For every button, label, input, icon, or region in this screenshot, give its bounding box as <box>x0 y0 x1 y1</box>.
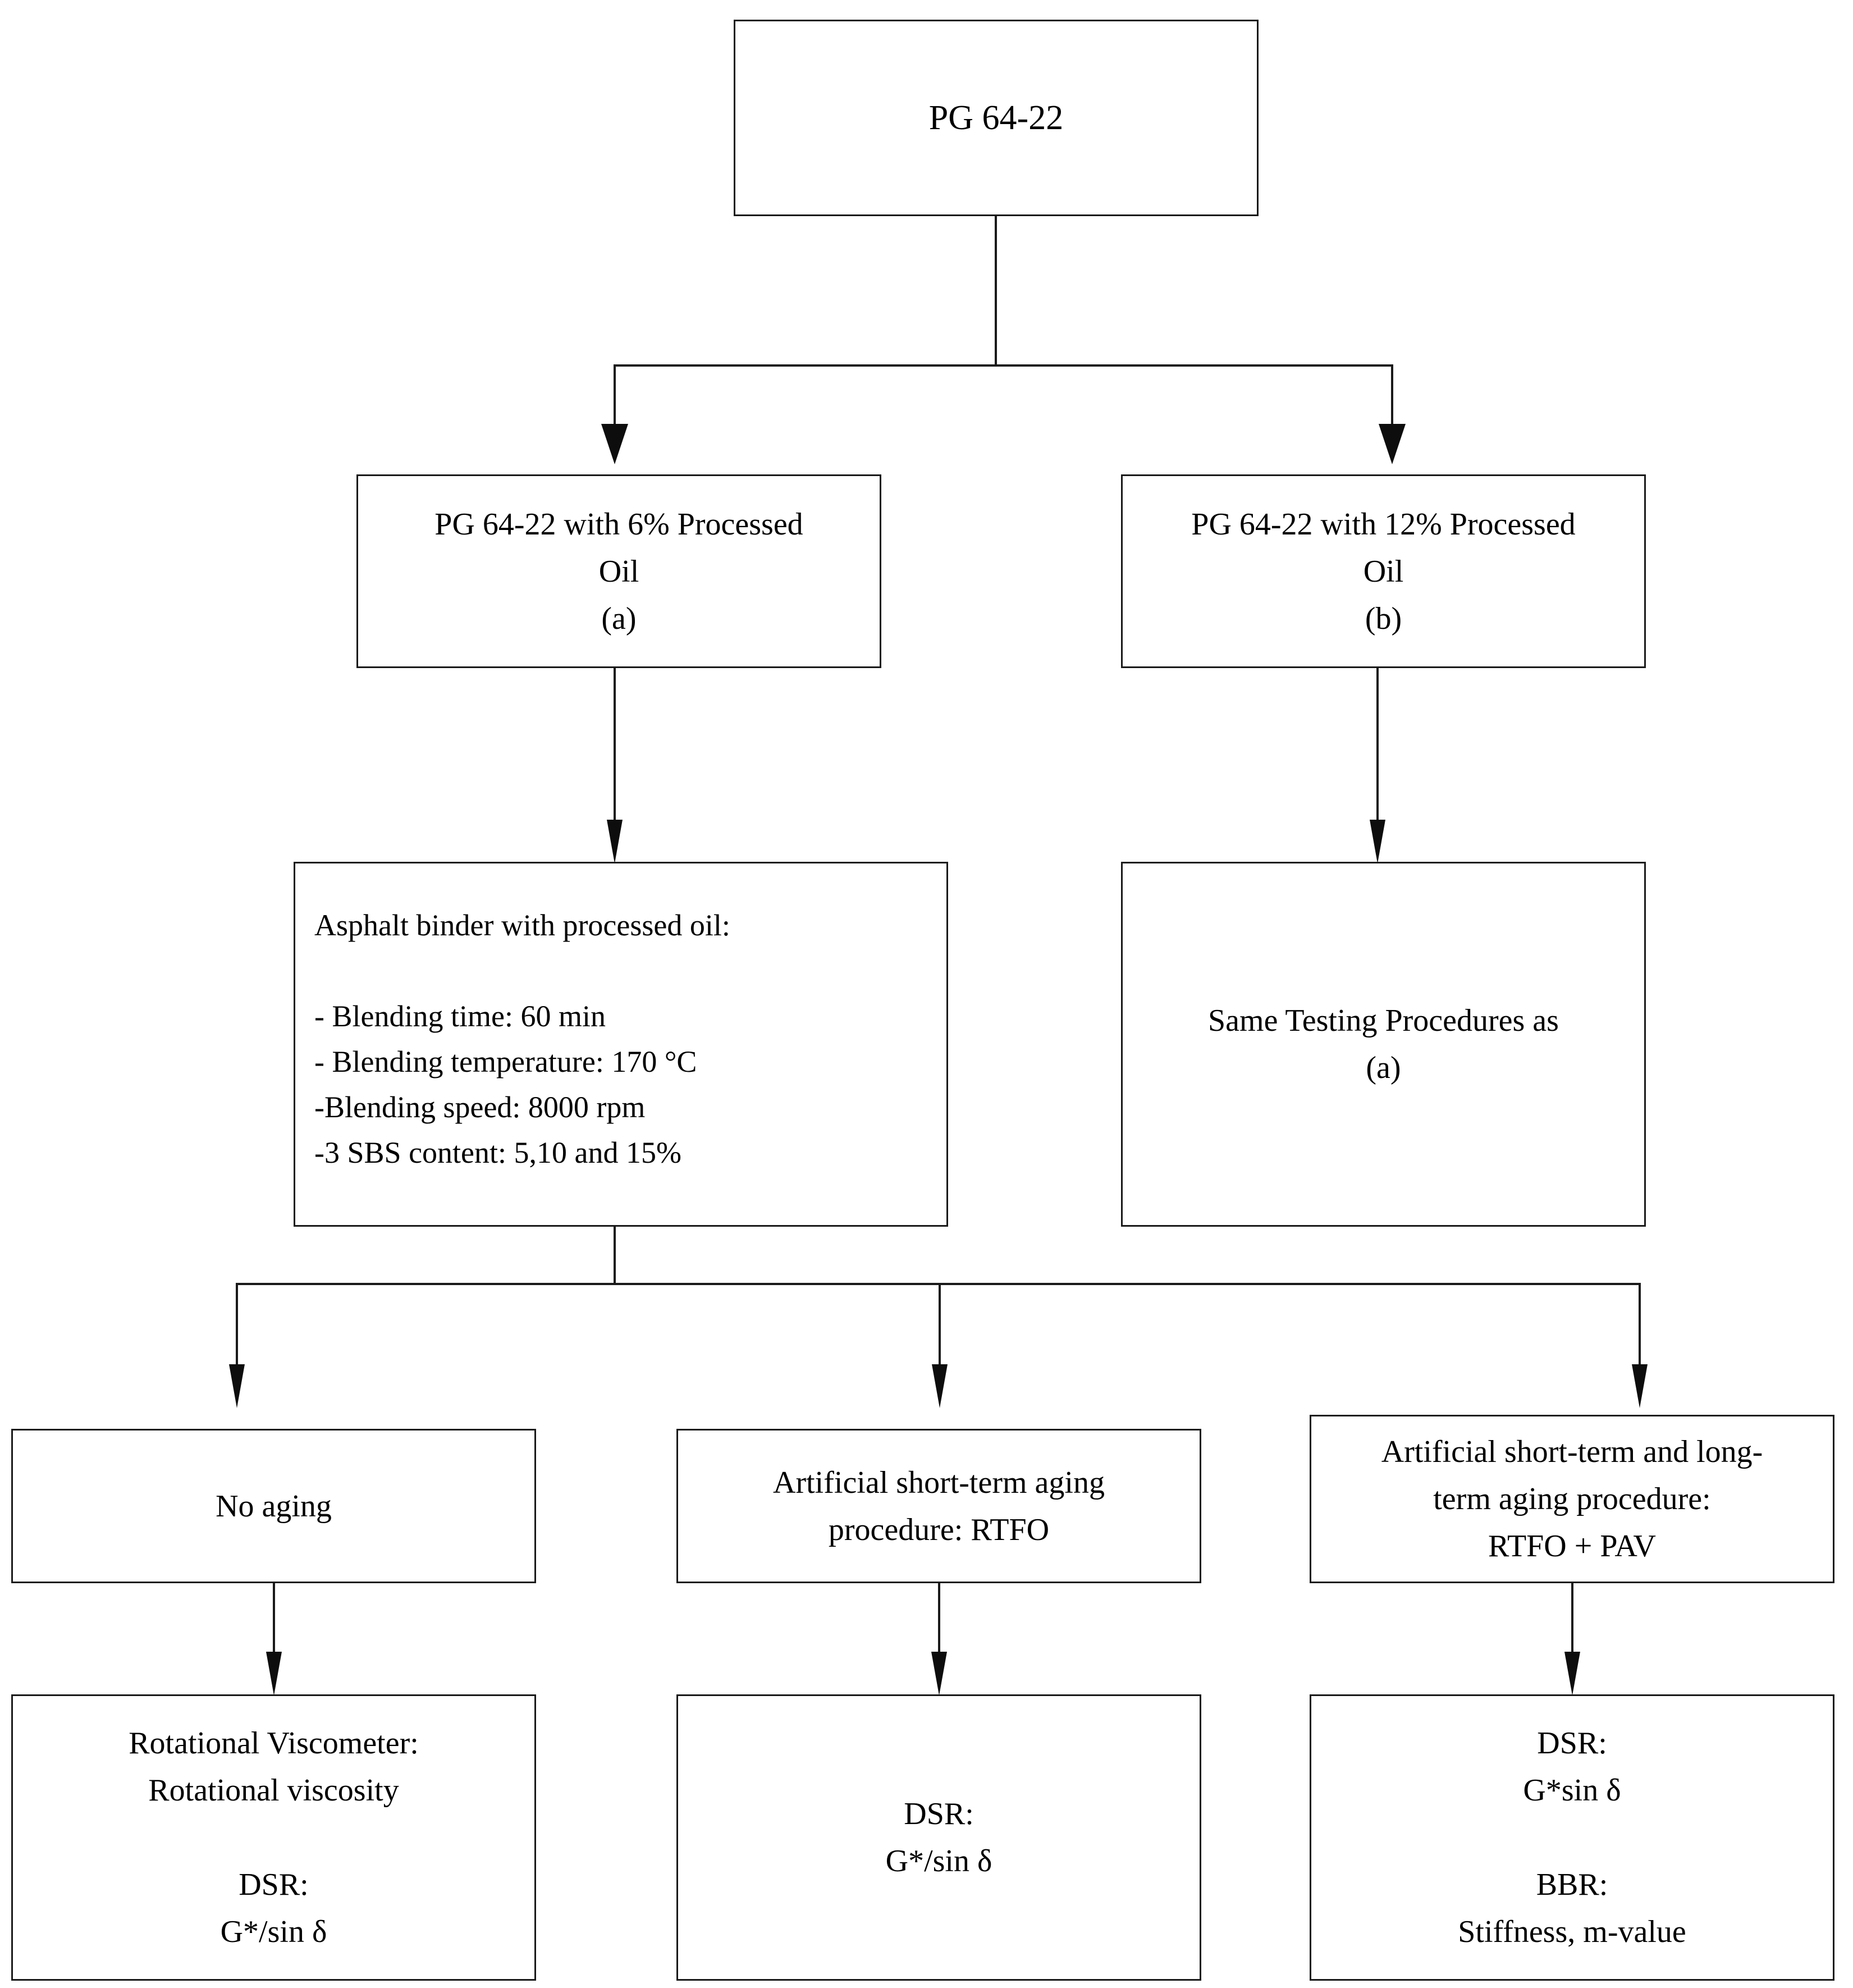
node-label: DSR: G*sin δ BBR: Stiffness, m-value <box>1458 1726 1686 1949</box>
edge-root-split-bar <box>614 364 1393 367</box>
arrowhead-oil12-to-same-proc <box>1370 820 1385 863</box>
node-label: Artificial short-term and long- term agi… <box>1381 1434 1763 1564</box>
node-label: PG 64-22 with 12% Processed Oil (b) <box>1191 506 1576 636</box>
arrowhead-binder-to-rtfo-pav <box>1632 1364 1648 1408</box>
edge-root-to-oil6-drop <box>614 364 616 426</box>
arrowhead-root-to-oil12 <box>1379 424 1406 464</box>
node-tests-unaged[interactable]: Rotational Viscometer: Rotational viscos… <box>11 1694 536 1981</box>
edge-oil12-to-same-proc <box>1376 668 1379 822</box>
edge-no-aging-to-tests <box>273 1583 275 1662</box>
edge-binder-split-bar <box>236 1283 1641 1285</box>
node-label: PG 64-22 with 6% Processed Oil (a) <box>434 506 803 636</box>
node-label: Same Testing Procedures as (a) <box>1208 1003 1559 1085</box>
arrowhead-rtfo-pav-to-tests <box>1564 1652 1580 1695</box>
node-short-term-aging-rtfo[interactable]: Artificial short-term aging procedure: R… <box>676 1429 1201 1583</box>
node-label: Artificial short-term aging procedure: R… <box>773 1465 1105 1547</box>
node-pg6422-root[interactable]: PG 64-22 <box>734 20 1259 216</box>
arrowhead-rtfo-to-tests <box>931 1652 947 1695</box>
node-pg6422-12pct-oil[interactable]: PG 64-22 with 12% Processed Oil (b) <box>1121 474 1646 668</box>
edge-oil6-to-binder <box>614 668 616 822</box>
edge-binder-to-rtfo-drop <box>939 1283 941 1367</box>
node-label: Asphalt binder with processed oil: - Ble… <box>314 908 730 1169</box>
arrowhead-oil6-to-binder <box>607 820 623 863</box>
edge-binder-to-no-aging-drop <box>236 1283 238 1367</box>
node-label: No aging <box>216 1488 332 1524</box>
node-pg6422-6pct-oil[interactable]: PG 64-22 with 6% Processed Oil (a) <box>356 474 881 668</box>
node-asphalt-binder-details[interactable]: Asphalt binder with processed oil: - Ble… <box>294 862 948 1227</box>
node-same-testing-procedures[interactable]: Same Testing Procedures as (a) <box>1121 862 1646 1227</box>
node-no-aging[interactable]: No aging <box>11 1429 536 1583</box>
edge-root-stem <box>995 216 997 367</box>
node-tests-pav[interactable]: DSR: G*sin δ BBR: Stiffness, m-value <box>1310 1694 1834 1981</box>
edge-rtfo-to-tests <box>938 1583 940 1662</box>
node-short-long-term-aging-rtfo-pav[interactable]: Artificial short-term and long- term agi… <box>1310 1415 1834 1583</box>
arrowhead-binder-to-rtfo <box>932 1364 948 1408</box>
node-label: DSR: G*/sin δ <box>885 1797 992 1879</box>
arrowhead-no-aging-to-tests <box>266 1652 282 1695</box>
edge-binder-stem <box>614 1227 616 1285</box>
edge-rtfo-pav-to-tests <box>1571 1583 1573 1662</box>
node-label: Rotational Viscometer: Rotational viscos… <box>129 1726 419 1949</box>
node-tests-rtfo[interactable]: DSR: G*/sin δ <box>676 1694 1201 1981</box>
arrowhead-root-to-oil6 <box>601 424 628 464</box>
arrowhead-binder-to-no-aging <box>229 1364 245 1408</box>
edge-root-to-oil12-drop <box>1391 364 1393 426</box>
node-label: PG 64-22 <box>928 98 1064 137</box>
edge-binder-to-rtfo-pav-drop <box>1639 1283 1641 1367</box>
